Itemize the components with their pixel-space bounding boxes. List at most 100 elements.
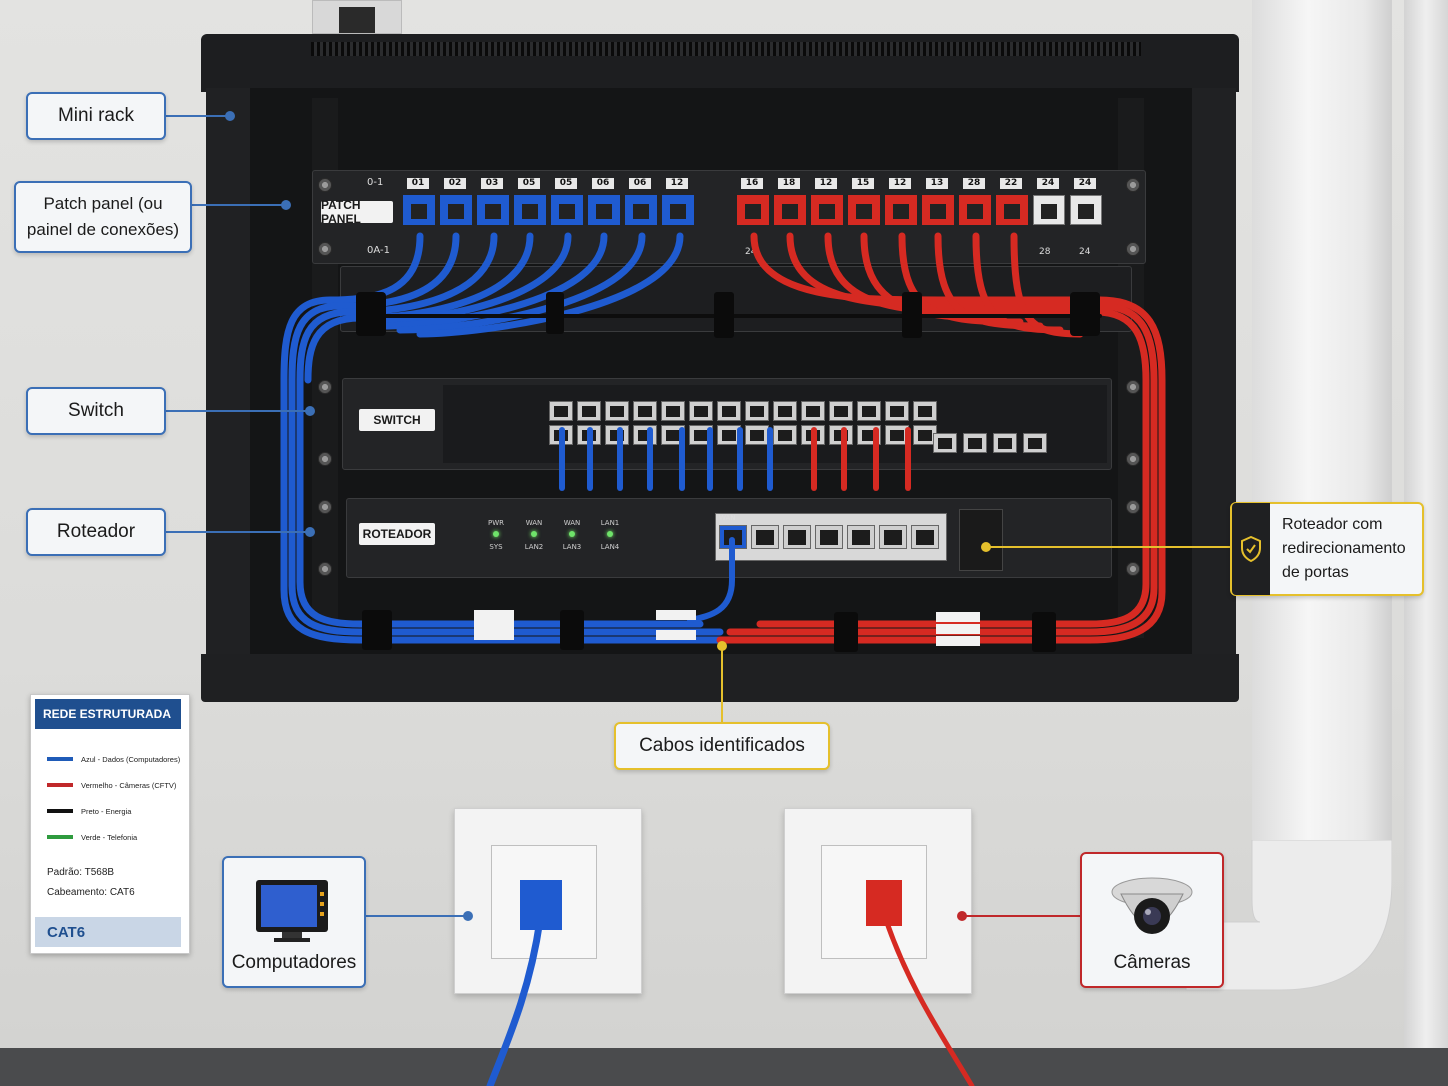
patch-panel-right-port-number: 24 bbox=[1037, 178, 1059, 189]
switch-port[interactable] bbox=[857, 401, 881, 421]
wall-conduit bbox=[1252, 0, 1392, 880]
switch-port[interactable] bbox=[885, 401, 909, 421]
router-lan-port[interactable] bbox=[879, 525, 907, 549]
patch-panel-right-port[interactable] bbox=[848, 195, 880, 225]
patch-panel-right-port-number: 16 bbox=[741, 178, 763, 189]
legend-item-label: Vermelho - Câmeras (CFTV) bbox=[81, 780, 177, 790]
router-led-label: WAN bbox=[563, 519, 581, 527]
floor bbox=[0, 1048, 1448, 1086]
legend-item: Vermelho - Câmeras (CFTV) bbox=[47, 779, 176, 791]
patch-panel-right-port-number: 22 bbox=[1000, 178, 1022, 189]
switch-uplink-port[interactable] bbox=[1023, 433, 1047, 453]
legend-item: Azul - Dados (Computadores) bbox=[47, 753, 180, 765]
patch-panel-right-port-number: 18 bbox=[778, 178, 800, 189]
switch-port[interactable] bbox=[717, 401, 741, 421]
switch-port[interactable] bbox=[549, 401, 573, 421]
patch-panel-right-port[interactable] bbox=[811, 195, 843, 225]
switch-port[interactable] bbox=[801, 401, 825, 421]
patch-panel-right-port[interactable] bbox=[922, 195, 954, 225]
router-led bbox=[531, 531, 537, 537]
switch: SWITCH bbox=[342, 378, 1112, 470]
callout-roteador-redirecionamento-text: Roteador com redirecionamento de portas bbox=[1282, 516, 1406, 581]
legend-padrao: Padrão: T568B bbox=[47, 867, 115, 878]
switch-port[interactable] bbox=[661, 401, 685, 421]
router-lan-port[interactable] bbox=[815, 525, 843, 549]
router-led-label: WAN bbox=[525, 519, 543, 527]
patch-panel-tag: PATCH PANEL bbox=[321, 198, 393, 226]
patch-panel-left-port[interactable] bbox=[440, 195, 472, 225]
switch-port[interactable] bbox=[605, 401, 629, 421]
switch-port[interactable] bbox=[913, 401, 937, 421]
switch-uplink-port[interactable] bbox=[993, 433, 1017, 453]
switch-port[interactable] bbox=[745, 401, 769, 421]
router-lan-port[interactable] bbox=[783, 525, 811, 549]
patch-panel-left-port[interactable] bbox=[662, 195, 694, 225]
router-lan-port[interactable] bbox=[847, 525, 875, 549]
switch-uplink-port[interactable] bbox=[933, 433, 957, 453]
patch-panel-bottom-number: 24 bbox=[745, 247, 757, 257]
patch-panel-right-port-number: 28 bbox=[963, 178, 985, 189]
callout-roteador: Roteador bbox=[26, 508, 166, 556]
legend-swatch bbox=[47, 757, 73, 761]
switch-port[interactable] bbox=[913, 425, 937, 445]
mini-rack-top bbox=[201, 34, 1239, 92]
router-tag: ROTEADOR bbox=[359, 523, 435, 545]
patch-panel-left-port[interactable] bbox=[588, 195, 620, 225]
router-lan-port[interactable] bbox=[911, 525, 939, 549]
patch-panel-left-port-number: 05 bbox=[518, 178, 540, 189]
switch-port[interactable] bbox=[577, 401, 601, 421]
legend-swatch bbox=[47, 783, 73, 787]
router-led bbox=[493, 531, 499, 537]
patch-panel-bottom-number: 28 bbox=[1039, 247, 1051, 257]
router-lan-port[interactable] bbox=[751, 525, 779, 549]
router-led-label: LAN1 bbox=[600, 519, 620, 527]
pp-left-bottom: 0A-1 bbox=[367, 245, 390, 256]
patch-panel-right-port[interactable] bbox=[774, 195, 806, 225]
patch-panel-right-port-number: 24 bbox=[1074, 178, 1096, 189]
patch-panel-left-port[interactable] bbox=[403, 195, 435, 225]
conduit-elbow bbox=[1185, 840, 1392, 991]
patch-panel-right-port-number: 13 bbox=[926, 178, 948, 189]
legend-swatch bbox=[47, 835, 73, 839]
legend-item-label: Verde - Telefonia bbox=[81, 832, 138, 842]
blue-cable-bundle bbox=[280, 232, 724, 644]
patch-panel-left-port[interactable] bbox=[514, 195, 546, 225]
switch-uplink-port[interactable] bbox=[963, 433, 987, 453]
router-led-label: SYS bbox=[489, 543, 503, 551]
patch-panel-left-port-number: 01 bbox=[407, 178, 429, 189]
patch-panel-right-port[interactable] bbox=[1033, 195, 1065, 225]
shield-icon bbox=[1232, 503, 1270, 595]
patch-panel-left-port-number: 06 bbox=[629, 178, 651, 189]
switch-port[interactable] bbox=[773, 425, 797, 445]
rack-side-right bbox=[1192, 88, 1236, 660]
patch-panel-right-port[interactable] bbox=[1070, 195, 1102, 225]
patch-panel-right-port-number: 15 bbox=[852, 178, 874, 189]
switch-port[interactable] bbox=[829, 401, 853, 421]
patch-panel-left-port[interactable] bbox=[551, 195, 583, 225]
router-led-label: LAN3 bbox=[562, 543, 582, 551]
callout-patch-panel: Patch panel (ou painel de conexões) bbox=[14, 181, 192, 253]
blue-jack-plug bbox=[520, 880, 562, 930]
router-wan-label: WAN bbox=[719, 514, 736, 522]
patch-panel-left-port[interactable] bbox=[625, 195, 657, 225]
router-led-label: PWR bbox=[487, 519, 504, 527]
computer-icon bbox=[256, 880, 328, 942]
switch-port[interactable] bbox=[773, 401, 797, 421]
patch-panel-left-port[interactable] bbox=[477, 195, 509, 225]
switch-port[interactable] bbox=[633, 401, 657, 421]
computadores-label: Computadores bbox=[231, 952, 357, 973]
cable-entry bbox=[312, 0, 402, 34]
pp-left-top: 0-1 bbox=[367, 177, 384, 188]
switch-port[interactable] bbox=[689, 401, 713, 421]
patch-panel-left-port-number: 03 bbox=[481, 178, 503, 189]
patch-panel-right-port[interactable] bbox=[996, 195, 1028, 225]
cameras-label: Câmeras bbox=[1113, 952, 1191, 973]
switch-port[interactable] bbox=[745, 425, 769, 445]
patch-panel-right-port[interactable] bbox=[737, 195, 769, 225]
patch-panel-right-port[interactable] bbox=[959, 195, 991, 225]
patch-panel-right-port[interactable] bbox=[885, 195, 917, 225]
legend-title: REDE ESTRUTURADA bbox=[35, 699, 181, 729]
patch-panel-left-port-number: 05 bbox=[555, 178, 577, 189]
